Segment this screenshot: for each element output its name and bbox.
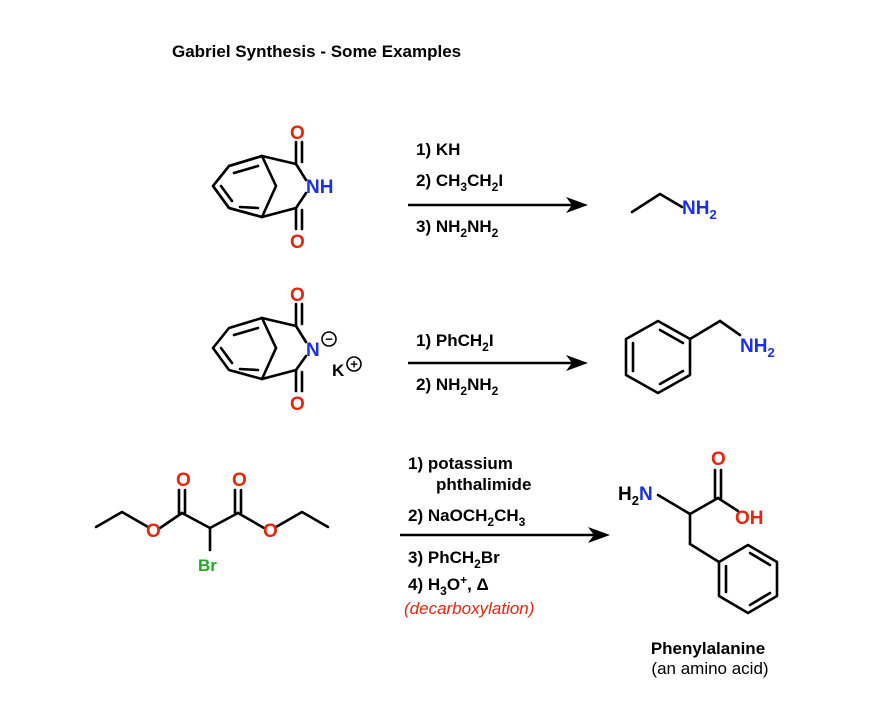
hydroxyl-oh-label: OH (735, 508, 764, 529)
potassium-label: K (332, 361, 345, 380)
reagents-3: 1) potassium phthalimide 2) NaOCH2CH3 3)… (404, 454, 534, 618)
decarboxylation-note: (decarboxylation) (404, 599, 534, 618)
nitrogen-label: N (306, 340, 320, 361)
minus-sign: − (325, 332, 333, 347)
diethyl-bromomalonate-structure: O O O O Br (94, 470, 330, 575)
reaction-1: O O NH 1) KH 2) CH3CH2I 3) NH2NH2 NH2 (211, 123, 717, 253)
carbonyl-oxygen-right-label: O (232, 470, 247, 491)
reagent-2-2: 2) NH2NH2 (416, 375, 499, 398)
ester-oxygen-right-label: O (263, 521, 278, 542)
reagent-1-3: 3) NH2NH2 (416, 217, 499, 240)
reagents-1: 1) KH 2) CH3CH2I 3) NH2NH2 (416, 140, 503, 240)
product-name: Phenylalanine (651, 639, 765, 658)
reaction-3: O O O O Br 1) potassium phthalimide 2) N… (94, 449, 779, 678)
product-subtitle: (an amino acid) (651, 659, 768, 678)
reagent-3-1: 1) potassium (408, 454, 513, 473)
diagram-title: Gabriel Synthesis - Some Examples (172, 42, 461, 61)
potassium-phthalimide-structure: O O N − K + (211, 285, 362, 415)
reaction-2: O O N − K + 1) PhCH2I 2) NH2NH2 NH2 (211, 285, 775, 415)
positive-charge-icon (346, 356, 362, 372)
amine-h2n-label: H2N (618, 484, 653, 508)
reagent-3-3: 3) PhCH2Br (408, 548, 500, 571)
reaction-arrow-2 (408, 355, 588, 371)
ethylamine-structure: NH2 (630, 192, 717, 222)
nh-label: NH (306, 177, 333, 198)
oxygen-top-label: O (290, 123, 305, 144)
reagent-1-2: 2) CH3CH2I (416, 171, 503, 194)
reagent-2-1: 1) PhCH2I (416, 331, 494, 354)
phthalimide-structure: O O NH (211, 123, 333, 253)
reagent-3-2: 2) NaOCH2CH3 (408, 506, 526, 529)
reaction-arrow-1 (408, 197, 588, 213)
bromine-label: Br (198, 556, 217, 575)
phenylalanine-structure: O OH H2N (618, 449, 779, 615)
carbonyl-oxygen-left-label: O (176, 470, 191, 491)
reagents-2: 1) PhCH2I 2) NH2NH2 (416, 331, 499, 398)
reaction-arrow-3 (400, 527, 610, 543)
reagent-3-4: 4) H3O+, Δ (408, 573, 489, 598)
product-1-nh2-label: NH2 (682, 198, 717, 222)
reagent-1-1: 1) KH (416, 140, 460, 159)
oxygen-bottom-label: O (290, 232, 305, 253)
oxygen-top-label: O (290, 285, 305, 306)
benzylamine-structure: NH2 (624, 319, 775, 395)
carbonyl-oxygen-label: O (711, 449, 726, 470)
plus-sign: + (350, 357, 358, 372)
reagent-3-1-line2: phthalimide (436, 475, 531, 494)
ester-oxygen-left-label: O (146, 521, 161, 542)
product-2-nh2-label: NH2 (740, 336, 775, 360)
oxygen-bottom-label: O (290, 394, 305, 415)
negative-charge-icon (321, 331, 337, 347)
